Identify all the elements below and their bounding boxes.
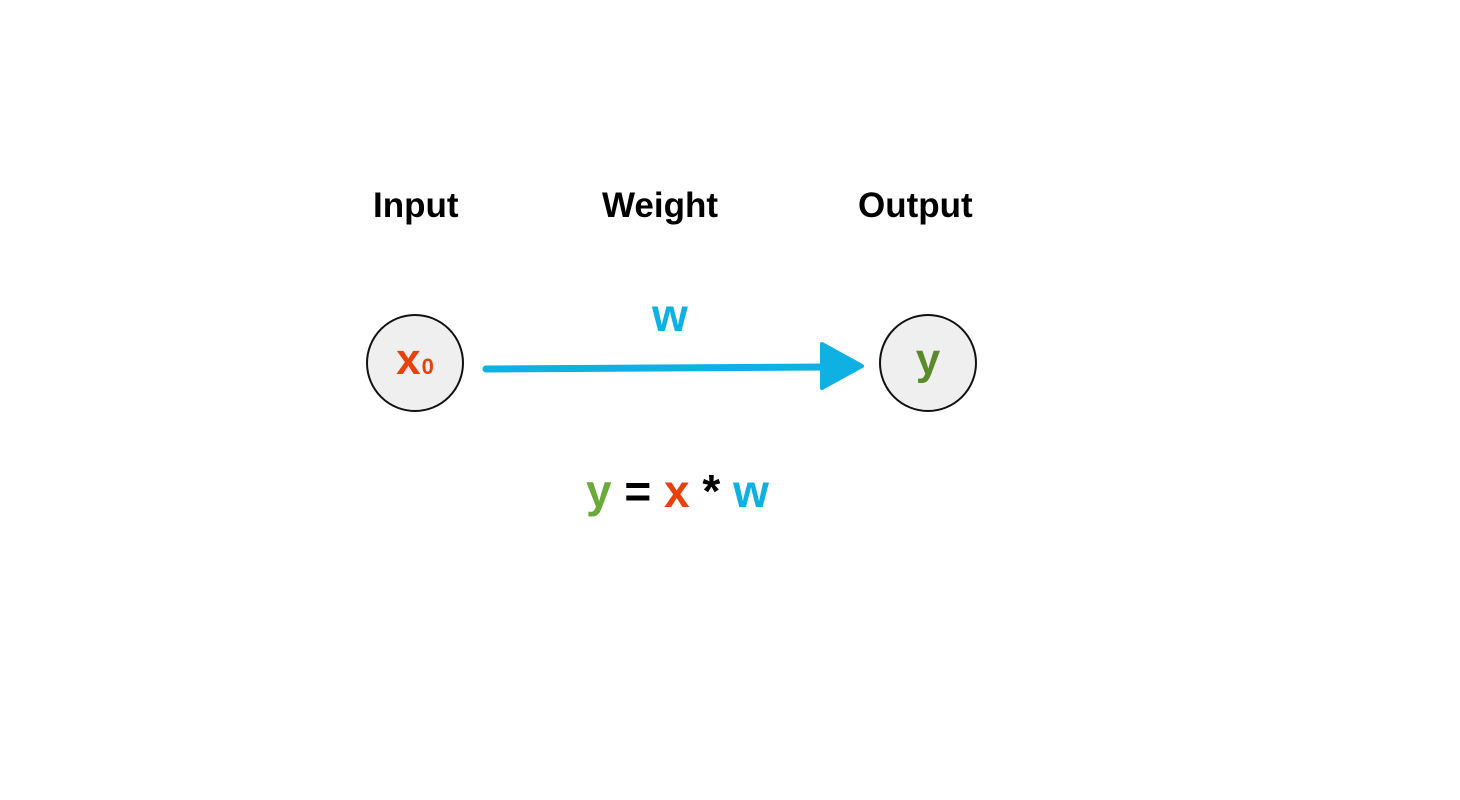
output-node: y	[879, 314, 977, 412]
equation-times: *	[689, 465, 734, 517]
output-symbol: y	[915, 335, 941, 384]
input-symbol: x	[396, 335, 421, 384]
output-node-label: y	[881, 338, 975, 382]
weight-label: Weight	[602, 186, 719, 225]
input-node: x0	[366, 314, 464, 412]
output-layer-label: Output	[858, 186, 973, 225]
input-node-label: x0	[368, 338, 462, 389]
weight-symbol: w	[652, 289, 688, 341]
input-subscript: 0	[421, 354, 434, 379]
input-layer-label: Input	[373, 186, 459, 225]
equation-x: x	[664, 465, 690, 517]
equation-w: w	[733, 465, 769, 517]
equation-y: y	[586, 465, 612, 517]
weight-arrow-head	[820, 342, 864, 390]
equation-equals: =	[611, 465, 665, 517]
equation: y = x * w	[586, 466, 769, 516]
weight-arrow-line	[482, 363, 830, 373]
